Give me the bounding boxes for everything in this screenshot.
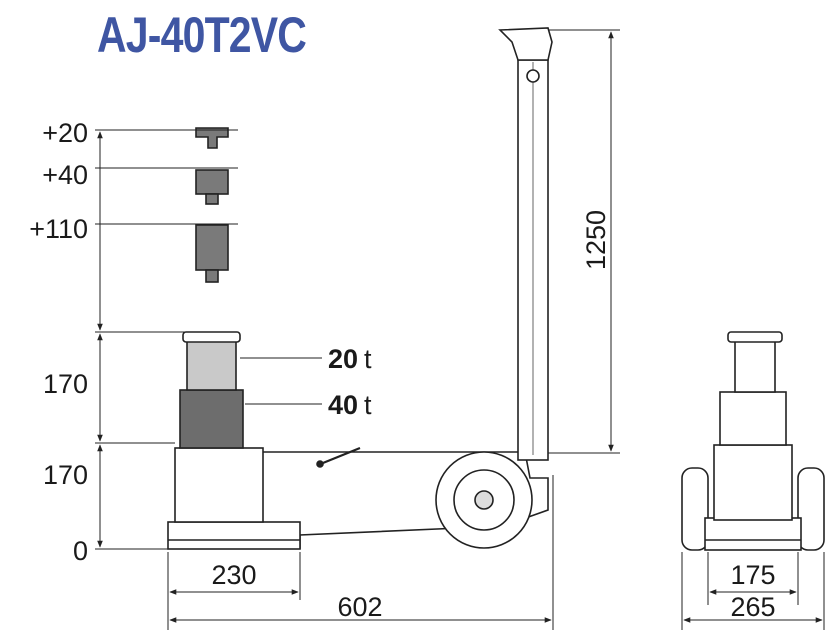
saddle xyxy=(182,331,241,343)
extension-label-20: +20 xyxy=(42,118,88,148)
stage-1-ram xyxy=(186,339,237,391)
inner-wheel-width-label: 175 xyxy=(730,560,775,590)
front-stage-1 xyxy=(734,339,776,393)
outer-wheel-width-label: 265 xyxy=(730,592,775,622)
extension-label-110: +110 xyxy=(29,214,88,244)
capacity-unit-stage-1: t xyxy=(364,344,372,374)
extension-110-piece xyxy=(195,224,229,271)
handle-height-label: 1250 xyxy=(581,210,611,270)
height-label-bottom-stage: 170 xyxy=(43,460,88,490)
handle-grip xyxy=(498,27,553,61)
side-view xyxy=(167,27,553,550)
front-wheel-right xyxy=(797,467,825,551)
extension-label-40: +40 xyxy=(42,160,88,190)
side-dimensions xyxy=(95,29,620,630)
front-base xyxy=(704,517,802,551)
front-wheel-left xyxy=(681,467,709,551)
capacity-unit-stage-2: t xyxy=(364,390,372,420)
capacity-value-stage-2: 40 xyxy=(328,390,358,420)
base-width-label: 230 xyxy=(211,560,256,590)
height-label-zero: 0 xyxy=(73,536,88,566)
model-title: AJ-40T2VC xyxy=(97,7,307,63)
height-label-top-stage: 170 xyxy=(43,369,88,399)
extension-40-piece xyxy=(195,169,229,195)
front-dimensions xyxy=(681,552,825,630)
cylinder-body xyxy=(174,447,264,523)
front-stage-2 xyxy=(719,391,787,446)
overall-length-label: 602 xyxy=(337,592,382,622)
front-saddle xyxy=(727,331,783,343)
extension-20-piece xyxy=(195,127,229,149)
front-cylinder xyxy=(713,444,793,521)
jack-base xyxy=(167,521,301,550)
stage-2-ram xyxy=(179,389,244,449)
handle-pin-icon xyxy=(526,69,540,83)
release-lever xyxy=(317,446,361,467)
capacity-value-stage-1: 20 xyxy=(328,344,358,374)
front-view xyxy=(681,331,825,551)
